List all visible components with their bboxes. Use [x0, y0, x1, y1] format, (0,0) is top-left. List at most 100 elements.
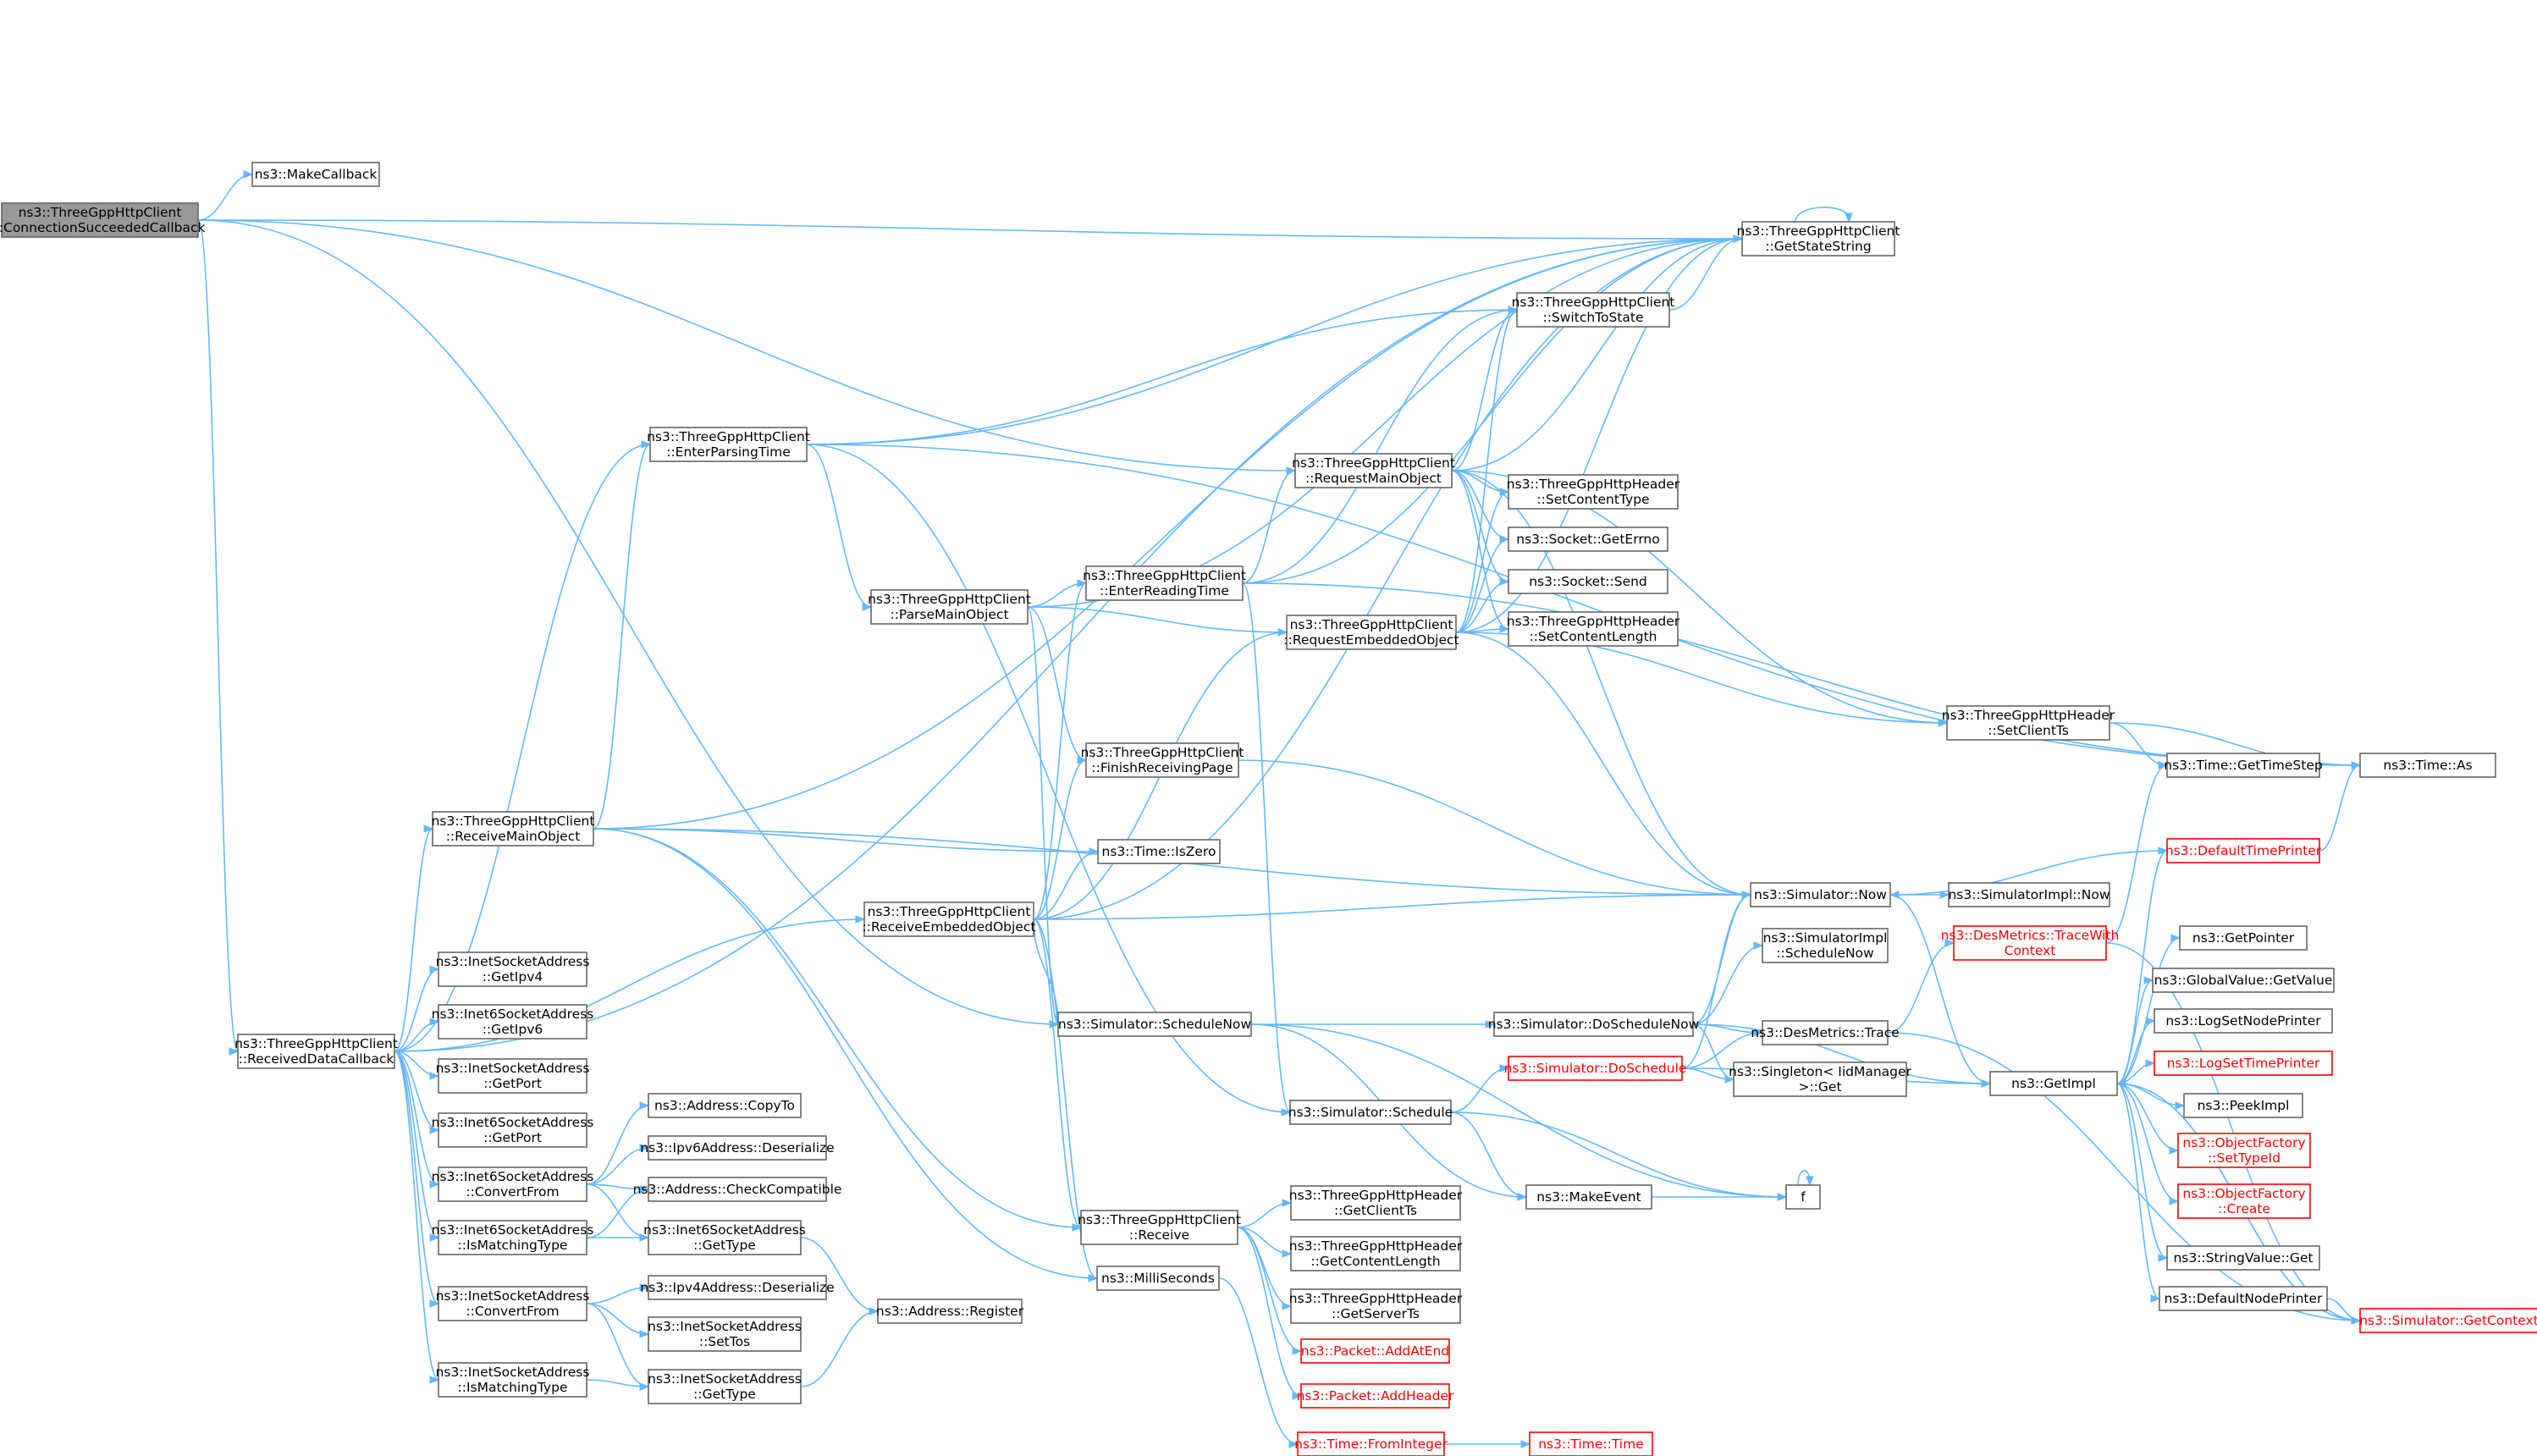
node-label: ::GetClientTs	[1334, 1203, 1417, 1218]
node-peekimpl[interactable]: ns3::PeekImpl	[2183, 1093, 2303, 1118]
node-inetgettype[interactable]: ns3::InetSocketAddress::GetType	[648, 1369, 802, 1404]
node-requestmainobject[interactable]: ns3::ThreeGppHttpClient::RequestMainObje…	[1292, 453, 1455, 488]
node-setcontentlength[interactable]: ns3::ThreeGppHttpHeader::SetContentLengt…	[1507, 611, 1680, 647]
edge-line	[1033, 238, 1743, 920]
node-receivemainobject[interactable]: ns3::ThreeGppHttpClient::ReceiveMainObje…	[432, 811, 595, 847]
edge-arrowhead	[1089, 847, 1100, 856]
node-simnow[interactable]: ns3::Simulator::Now	[1750, 882, 1891, 907]
node-addrcopyto[interactable]: ns3::Address::CopyTo	[648, 1093, 802, 1118]
node-box	[648, 1093, 802, 1118]
node-finishreceivingpage[interactable]: ns3::ThreeGppHttpClient::FinishReceiving…	[1081, 742, 1244, 778]
node-box	[1516, 292, 1670, 328]
node-checkcompat[interactable]: ns3::Address::CheckCompatible	[633, 1177, 842, 1202]
edge-arrowhead	[2115, 1079, 2126, 1088]
node-enterreadingtime[interactable]: ns3::ThreeGppHttpClient::EnterReadingTim…	[1083, 565, 1246, 601]
node-settypeid[interactable]: ns3::ObjectFactory::SetTypeId	[2177, 1133, 2311, 1168]
node-box	[1096, 1266, 1220, 1291]
node-simgetcontext[interactable]: ns3::Simulator::GetContext	[2359, 1308, 2537, 1333]
node-ipv4deser[interactable]: ns3::Ipv4Address::Deserialize	[640, 1275, 835, 1300]
node-box	[1762, 928, 1889, 963]
node-getimpl[interactable]: ns3::GetImpl	[1989, 1071, 2118, 1096]
node-timeiszero[interactable]: ns3::Time::IsZero	[1097, 839, 1221, 864]
node-defaultnodeprinter[interactable]: ns3::DefaultNodePrinter	[2159, 1286, 2328, 1311]
node-parsemainobject[interactable]: ns3::ThreeGppHttpClient::ParseMainObject	[868, 589, 1031, 625]
node-inet6gettype[interactable]: ns3::Inet6SocketAddress::GetType	[643, 1220, 806, 1255]
edge-line	[1450, 1111, 1787, 1198]
node-label: ns3::SimulatorImpl::Now	[1948, 887, 2110, 902]
node-simschedule[interactable]: ns3::Simulator::Schedule	[1288, 1100, 1453, 1125]
node-getcontentlength[interactable]: ns3::ThreeGppHttpHeader::GetContentLengt…	[1289, 1236, 1463, 1271]
node-inet6getport[interactable]: ns3::Inet6SocketAddress::GetPort	[432, 1112, 594, 1148]
node-inetmatching[interactable]: ns3::InetSocketAddress::IsMatchingType	[436, 1362, 590, 1398]
node-addrregister[interactable]: ns3::Address::Register	[876, 1299, 1024, 1324]
node-schedulenow[interactable]: ns3::Simulator::ScheduleNow	[1057, 1012, 1252, 1037]
node-stringvalueget[interactable]: ns3::StringValue::Get	[2166, 1245, 2320, 1271]
node-f[interactable]: f	[1785, 1184, 1821, 1210]
node-label: ::ReceivedDataCallback	[239, 1051, 394, 1067]
node-packetaddatend[interactable]: ns3::Packet::AddAtEnd	[1300, 1338, 1450, 1364]
node-label: ::ReceiveEmbeddedObject	[863, 919, 1036, 935]
node-requestembedded[interactable]: ns3::ThreeGppHttpClient::RequestEmbedded…	[1283, 615, 1459, 650]
edge-timefrominteger-to-timetime	[1444, 1440, 1531, 1448]
node-objfactcreate[interactable]: ns3::ObjectFactory::Create	[2177, 1183, 2311, 1219]
edge-line	[2116, 1083, 2168, 1259]
node-gettimestep[interactable]: ns3::Time::GetTimeStep	[2164, 753, 2323, 778]
edge-arrowhead	[1981, 1079, 1992, 1088]
node-logsetnodeprinter[interactable]: ns3::LogSetNodePrinter	[2154, 1008, 2333, 1034]
node-getipv4[interactable]: ns3::InetSocketAddress::GetIpv4	[436, 951, 590, 987]
node-makecallback[interactable]: ns3::MakeCallback	[251, 162, 380, 187]
node-geterrno[interactable]: ns3::Socket::GetErrno	[1508, 527, 1668, 552]
node-doschedulenow[interactable]: ns3::Simulator::DoScheduleNow	[1488, 1012, 1700, 1037]
node-inetsettos[interactable]: ns3::InetSocketAddress::SetTos	[648, 1316, 802, 1352]
node-box	[1508, 474, 1679, 510]
edge-receivemainobject-to-timeiszero	[593, 828, 1100, 856]
node-receiveddatacallback[interactable]: ns3::ThreeGppHttpClient::ReceivedDataCal…	[234, 1034, 398, 1069]
node-timeas[interactable]: ns3::Time::As	[2359, 753, 2496, 778]
node-milliseconds[interactable]: ns3::MilliSeconds	[1096, 1266, 1220, 1291]
node-getstatestring[interactable]: ns3::ThreeGppHttpClient::GetStateString	[1737, 221, 1900, 256]
node-inet6matching[interactable]: ns3::Inet6SocketAddress::IsMatchingType	[432, 1220, 594, 1255]
node-enterparsingtime[interactable]: ns3::ThreeGppHttpClient::EnterParsingTim…	[647, 427, 810, 462]
node-box	[1508, 569, 1668, 594]
node-receiveembedded[interactable]: ns3::ThreeGppHttpClient::ReceiveEmbedded…	[863, 902, 1036, 937]
node-root[interactable]: ns3::ThreeGppHttpClient::ConnectionSucce…	[0, 202, 205, 238]
node-timefrominteger[interactable]: ns3::Time::FromInteger	[1294, 1431, 1448, 1456]
node-label: ns3::MakeEvent	[1536, 1189, 1641, 1205]
edge-requestembedded-to-simnow	[1455, 631, 1752, 899]
node-socketsend[interactable]: ns3::Socket::Send	[1508, 569, 1668, 594]
node-packetaddheader[interactable]: ns3::Packet::AddHeader	[1297, 1383, 1454, 1409]
node-destracemain[interactable]: ns3::DesMetrics::Trace	[1751, 1020, 1900, 1045]
edge-requestembedded-to-socketsend	[1455, 577, 1510, 633]
node-inet6convertfrom[interactable]: ns3::Inet6SocketAddress::ConvertFrom	[432, 1166, 594, 1202]
node-logsettimeprinter[interactable]: ns3::LogSetTimePrinter	[2154, 1051, 2333, 1076]
node-simimplnow[interactable]: ns3::SimulatorImpl::Now	[1948, 882, 2110, 907]
node-ipv6deser[interactable]: ns3::Ipv6Address::Deserialize	[640, 1135, 835, 1161]
node-label: ns3::Simulator::ScheduleNow	[1058, 1017, 1251, 1032]
node-inetgetport[interactable]: ns3::InetSocketAddress::GetPort	[436, 1058, 590, 1094]
node-simimplschednow[interactable]: ns3::SimulatorImpl::ScheduleNow	[1762, 928, 1889, 963]
node-setcontenttype[interactable]: ns3::ThreeGppHttpHeader::SetContentType	[1507, 474, 1680, 510]
node-globalvalueget[interactable]: ns3::GlobalValue::GetValue	[2152, 968, 2335, 993]
node-getclientts[interactable]: ns3::ThreeGppHttpHeader::GetClientTs	[1289, 1185, 1463, 1221]
edge-line	[1237, 1227, 1302, 1397]
edge-enterreadingtime-to-simschedule	[1242, 582, 1292, 1117]
node-doschedule[interactable]: ns3::Simulator::DoSchedule	[1504, 1056, 1687, 1081]
node-getpointer[interactable]: ns3::GetPointer	[2179, 925, 2308, 951]
node-label: ::GetPort	[483, 1130, 542, 1145]
node-clientreceive[interactable]: ns3::ThreeGppHttpClient::Receive	[1078, 1210, 1241, 1245]
call-graph-nodes: ns3::ThreeGppHttpClient::ConnectionSucce…	[0, 162, 2537, 1456]
node-label: ns3::Inet6SocketAddress	[643, 1222, 806, 1238]
node-box	[1300, 1383, 1450, 1409]
node-defaulttimeprinter[interactable]: ns3::DefaultTimePrinter	[2165, 838, 2322, 863]
node-switchtostate[interactable]: ns3::ThreeGppHttpClient::SwitchToState	[1512, 292, 1675, 328]
node-makeevent[interactable]: ns3::MakeEvent	[1525, 1184, 1652, 1210]
node-getipv6[interactable]: ns3::Inet6SocketAddress::GetIpv6	[432, 1004, 594, 1040]
node-getserverts[interactable]: ns3::ThreeGppHttpHeader::GetServerTs	[1289, 1288, 1463, 1324]
node-timetime[interactable]: ns3::Time::Time	[1529, 1431, 1653, 1456]
node-singleton[interactable]: ns3::Singleton< IidManager>::Get	[1729, 1062, 1912, 1097]
edge-inetconvertfrom-to-inetgettype	[586, 1303, 650, 1391]
node-setclientts[interactable]: ns3::ThreeGppHttpHeader::SetClientTs	[1942, 705, 2115, 741]
node-box	[438, 1058, 587, 1094]
node-inetconvertfrom[interactable]: ns3::InetSocketAddress::ConvertFrom	[436, 1286, 590, 1321]
